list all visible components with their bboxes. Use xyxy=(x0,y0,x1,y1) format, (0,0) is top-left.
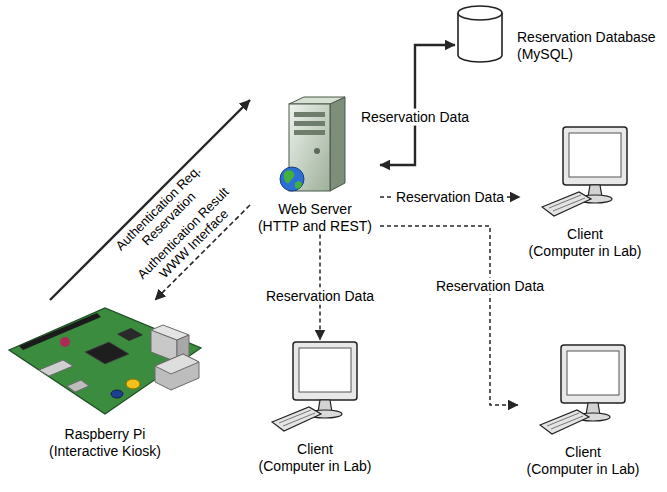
text-line: (Computer in Lab) xyxy=(529,243,642,259)
drawing-part xyxy=(295,181,302,188)
node-label: Raspberry Pi (Interactive Kiosk) xyxy=(49,426,161,460)
connector xyxy=(380,226,518,405)
drawing-part xyxy=(19,313,101,350)
text-line: Web Server xyxy=(278,201,352,217)
drawing-part xyxy=(458,6,502,20)
text-line: (Computer in Lab) xyxy=(259,458,372,474)
text-line: (Computer in Lab) xyxy=(527,461,640,477)
node-label: Client (Computer in Lab) xyxy=(527,444,640,478)
client-node: Client (Computer in Lab) xyxy=(520,125,650,260)
drawing-part xyxy=(294,112,325,117)
drawing-part xyxy=(117,328,143,341)
node-label: Client (Computer in Lab) xyxy=(259,441,372,475)
drawing-part xyxy=(294,130,325,135)
raspberry-pi-board xyxy=(5,300,205,420)
text-line: Client xyxy=(297,441,333,457)
drawing-part xyxy=(85,342,129,364)
node-label: Web Server (HTTP and REST) xyxy=(258,201,372,235)
drawing-part xyxy=(330,97,345,191)
drawing-part xyxy=(561,345,625,403)
connector xyxy=(380,45,455,165)
text-line: (MySQL) xyxy=(517,46,573,62)
text-line: Client xyxy=(567,226,603,242)
text-line: Reservation Database xyxy=(517,29,656,45)
client-node: Client (Computer in Lab) xyxy=(250,340,380,475)
drawing-part xyxy=(283,413,315,426)
drawing-part xyxy=(280,167,304,191)
node-label: Client (Computer in Lab) xyxy=(529,226,642,260)
client-computer xyxy=(269,340,361,435)
drawing-part xyxy=(289,97,345,104)
drawing-part xyxy=(9,308,201,414)
database-node: Reservation Database (MySQL) xyxy=(455,4,660,64)
drawing-part xyxy=(299,348,351,392)
text-line: Client xyxy=(565,444,601,460)
drawing-part xyxy=(542,192,591,216)
server-tower xyxy=(275,95,355,195)
drawing-part xyxy=(155,354,199,390)
drawing-part xyxy=(284,170,295,183)
client-computer xyxy=(539,125,631,220)
text-line: (Interactive Kiosk) xyxy=(49,443,161,459)
drawing-part xyxy=(567,351,619,395)
edge-label: Reservation Data xyxy=(393,189,507,206)
edge-label: Reservation Data xyxy=(263,288,377,305)
drawing-part xyxy=(540,410,589,434)
connector-group xyxy=(50,45,520,405)
edge-label: Reservation Data xyxy=(358,109,472,126)
drawing-part xyxy=(569,133,621,177)
drawing-part xyxy=(155,354,199,374)
database-cylinder xyxy=(455,4,505,64)
drawing-part xyxy=(294,121,325,126)
drawing-part xyxy=(293,342,357,400)
drawing-part xyxy=(563,127,627,185)
drawing-part xyxy=(272,407,321,431)
text-line: (HTTP and REST) xyxy=(258,218,372,234)
drawing-part xyxy=(314,148,320,154)
kiosk-node: Raspberry Pi (Interactive Kiosk) xyxy=(3,300,207,460)
drawing-part xyxy=(111,390,123,398)
text-line: Raspberry Pi xyxy=(65,426,146,442)
drawing-part xyxy=(126,379,140,389)
node-label: Reservation Database (MySQL) xyxy=(517,29,656,64)
connector xyxy=(50,100,250,300)
drawing-part xyxy=(67,380,89,392)
edge-label: Reservation Data xyxy=(433,278,547,295)
drawing-part xyxy=(553,198,585,211)
client-node: Client (Computer in Lab) xyxy=(518,343,648,478)
drawing-part xyxy=(551,416,583,429)
drawing-part xyxy=(60,337,70,347)
drawing-part xyxy=(39,360,73,376)
client-computer xyxy=(537,343,629,438)
